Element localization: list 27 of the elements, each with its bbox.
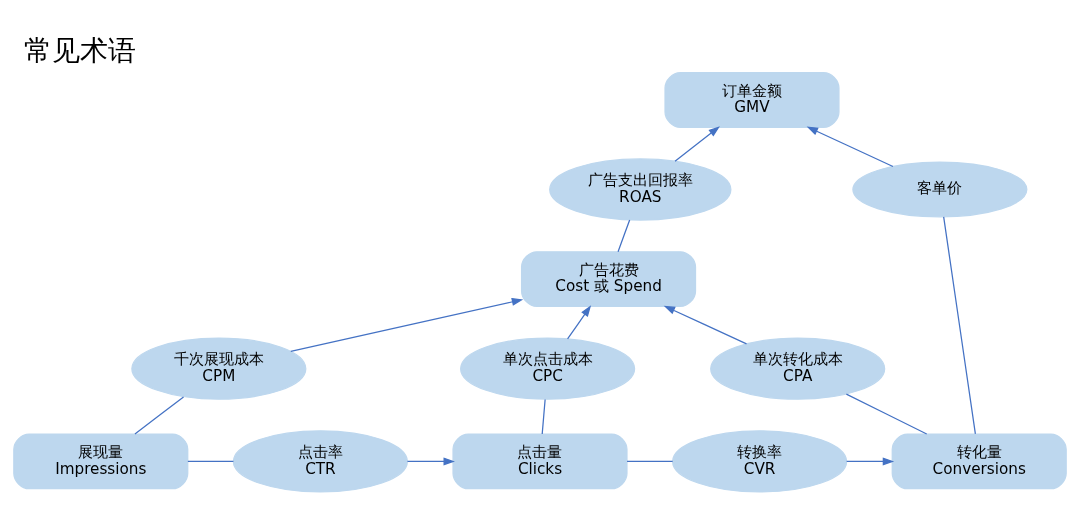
connector [943, 216, 976, 435]
connector [617, 219, 631, 253]
connector [626, 460, 674, 463]
node-ellipse: 单次点击成本 CPC [460, 337, 636, 400]
node-box: 转化量 Conversions [891, 433, 1067, 490]
node-ellipse: 千次展现成本 CPM [131, 337, 307, 400]
arrow [566, 305, 592, 340]
arrow [674, 126, 720, 162]
arrow [290, 298, 524, 352]
node-ellipse: 单次转化成本 CPA [710, 337, 886, 400]
node-ellipse: 点击率 CTR [232, 430, 408, 493]
node-box: 点击量 Clicks [452, 433, 628, 490]
diagram-title: 常见术语 [23, 33, 136, 67]
arrow [663, 305, 748, 345]
arrow [806, 126, 894, 168]
connector [541, 398, 546, 435]
node-box: 广告花费 Cost 或 Spend [520, 251, 697, 307]
arrow [406, 457, 455, 466]
connector [134, 396, 185, 435]
connector [845, 393, 928, 435]
connector [187, 460, 235, 463]
node-ellipse: 转换率 CVR [672, 430, 848, 493]
node-ellipse: 广告支出回报率 ROAS [549, 158, 732, 221]
node-box: 展现量 Impressions [13, 433, 189, 490]
node-ellipse: 客单价 [852, 161, 1028, 218]
arrow [846, 457, 895, 466]
node-box: 订单金额 GMV [664, 72, 840, 128]
